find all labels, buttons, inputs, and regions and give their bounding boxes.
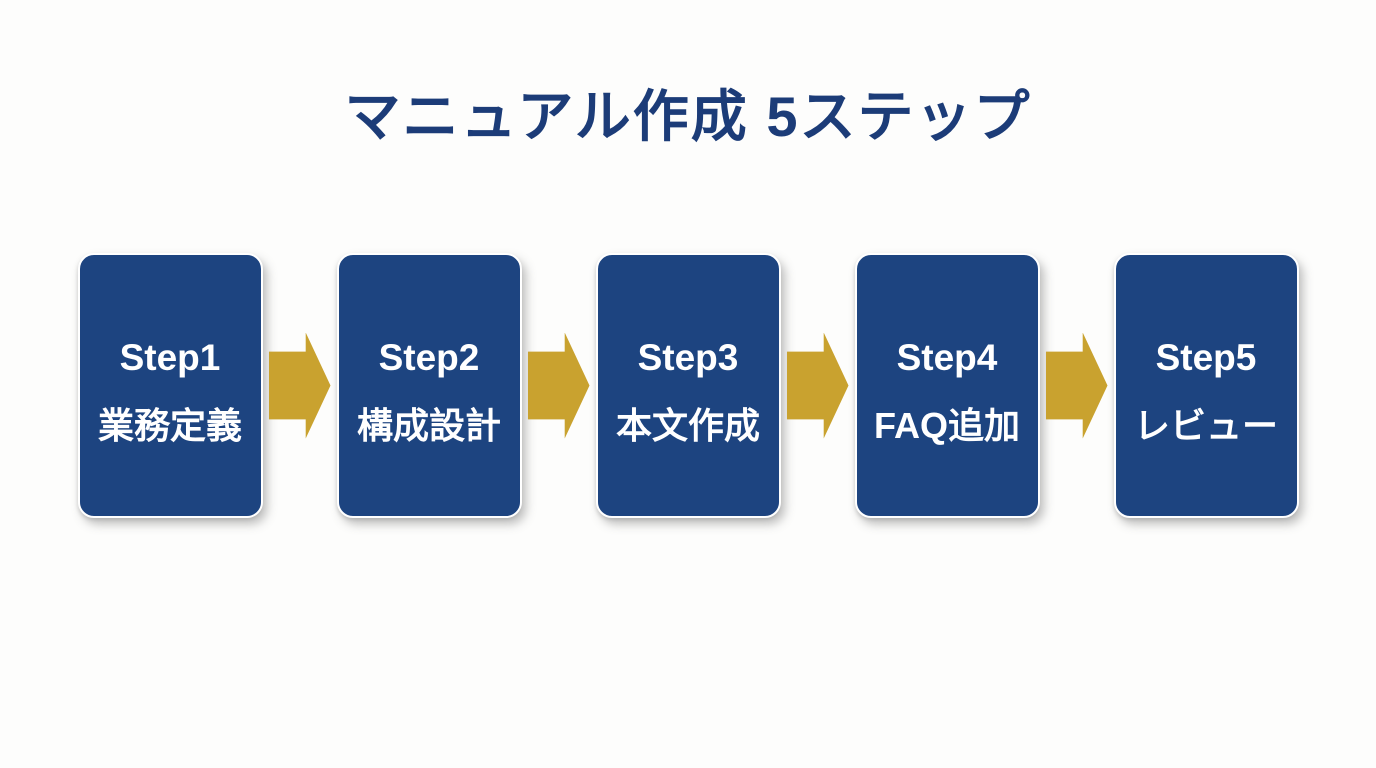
arrow-right-icon xyxy=(268,332,331,439)
step-label: Step1 xyxy=(119,337,221,378)
step-card-1: Step1 業務定義 xyxy=(77,253,263,518)
page-title: マニュアル作成 5ステップ xyxy=(344,85,1032,148)
step-name: 構成設計 xyxy=(356,405,501,446)
step-label: Step4 xyxy=(896,337,998,378)
step-card-4: Step4 FAQ追加 xyxy=(854,253,1040,518)
step-label: Step2 xyxy=(378,337,480,378)
step-card-2: Step2 構成設計 xyxy=(336,253,522,518)
step-label: Step3 xyxy=(637,337,739,378)
step-name: FAQ追加 xyxy=(873,405,1020,446)
arrow-right-icon xyxy=(786,332,849,439)
arrow-right-icon xyxy=(1045,332,1108,439)
step-card-5: Step5 レビュー xyxy=(1113,253,1299,518)
step-flow-diagram: Step1 業務定義 Step2 構成設計 Step3 本文作成 Step4 F… xyxy=(0,253,1376,518)
arrow-right-icon xyxy=(527,332,590,439)
step-name: 本文作成 xyxy=(615,405,760,446)
step-name: 業務定義 xyxy=(97,405,242,446)
step-name: レビュー xyxy=(1133,405,1278,446)
step-label: Step5 xyxy=(1155,337,1257,378)
step-card-3: Step3 本文作成 xyxy=(595,253,781,518)
